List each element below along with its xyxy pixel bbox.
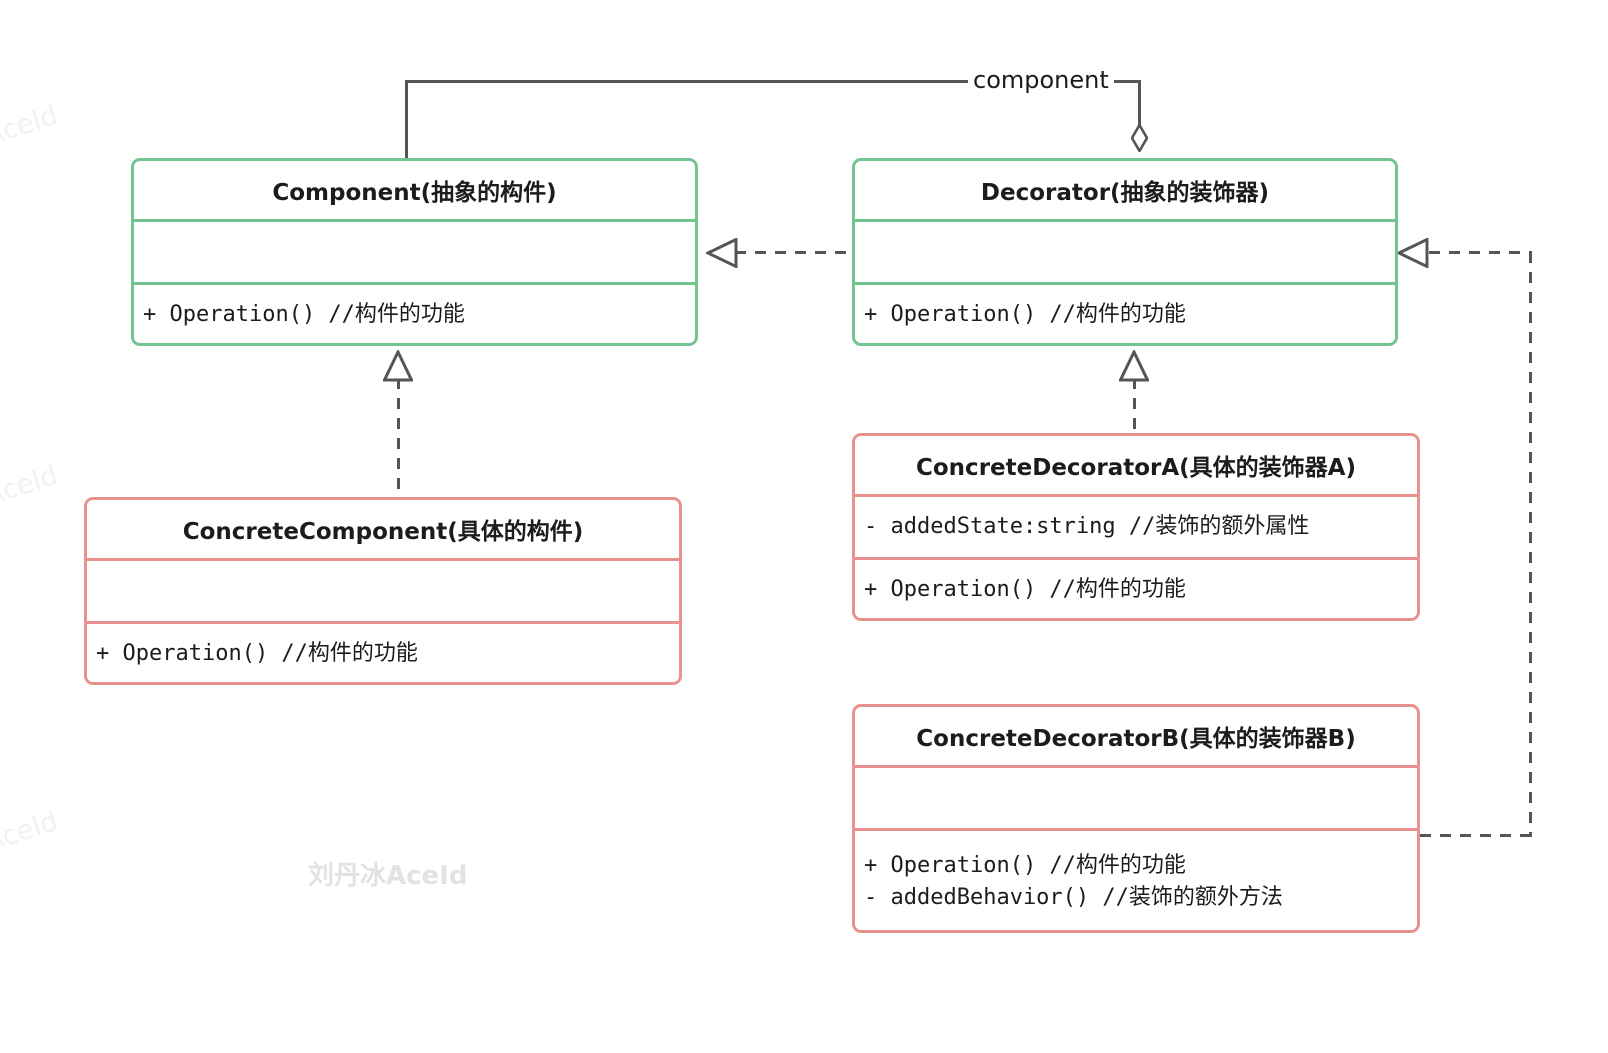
class-method-row: + Operation() //构件的功能: [864, 302, 1186, 328]
class-title-concrete-decorator-a: ConcreteDecoratorA(具体的装饰器A): [916, 455, 1356, 481]
watermark-edge-bottom: AceId: [0, 805, 62, 859]
class-attributes-component: [134, 222, 695, 282]
class-attribute-row: - addedState:string //装饰的额外属性: [864, 514, 1310, 540]
class-methods-concrete-component: + Operation() //构件的功能: [87, 624, 679, 682]
realization-concretedecoratorb-segment-top: [1429, 251, 1532, 254]
class-title-concrete-decorator-b: ConcreteDecoratorB(具体的装饰器B): [916, 726, 1356, 752]
class-separator: [134, 282, 695, 285]
class-methods-concrete-decorator-b: + Operation() //构件的功能 - addedBehavior() …: [855, 831, 1417, 930]
aggregation-role-label: component: [968, 66, 1114, 94]
class-separator: [855, 828, 1417, 831]
realization-arrowhead-decorator-from-b-icon: [1397, 238, 1429, 268]
class-method-row: + Operation() //构件的功能: [864, 577, 1186, 603]
class-methods-concrete-decorator-a: + Operation() //构件的功能: [855, 560, 1417, 618]
class-separator: [87, 621, 679, 624]
class-method-row: - addedBehavior() //装饰的额外方法: [864, 884, 1283, 910]
realization-concretecomponent-to-component-line: [397, 378, 400, 500]
class-method-row: + Operation() //构件的功能: [143, 302, 465, 328]
class-methods-decorator: + Operation() //构件的功能: [855, 285, 1395, 343]
realization-arrowhead-component-from-concrete-icon: [383, 350, 413, 382]
class-methods-component: + Operation() //构件的功能: [134, 285, 695, 343]
realization-arrowhead-decorator-from-a-icon: [1119, 350, 1149, 382]
aggregation-diamond-icon: [1131, 124, 1148, 152]
class-method-row: + Operation() //构件的功能: [864, 853, 1186, 879]
realization-decorator-to-component-line: [735, 251, 853, 254]
class-attributes-concrete-decorator-b: [855, 768, 1417, 828]
aggregation-segment-vertical-left: [405, 80, 408, 162]
realization-concretedecoratorb-segment-right: [1529, 252, 1532, 837]
aggregation-segment-vertical-right: [1138, 80, 1141, 126]
class-title-concrete-component: ConcreteComponent(具体的构件): [182, 519, 584, 545]
class-separator: [855, 219, 1395, 222]
class-attributes-decorator: [855, 222, 1395, 282]
class-method-row: + Operation() //构件的功能: [96, 641, 418, 667]
class-separator: [87, 558, 679, 561]
class-separator: [855, 765, 1417, 768]
class-attributes-concrete-component: [87, 561, 679, 621]
class-separator: [855, 557, 1417, 560]
class-box-component[interactable]: Component(抽象的构件) + Operation() //构件的功能: [131, 158, 698, 346]
class-title-component: Component(抽象的构件): [272, 180, 557, 206]
realization-arrowhead-component-icon: [706, 238, 738, 268]
class-box-concrete-decorator-a[interactable]: ConcreteDecoratorA(具体的装饰器A) - addedState…: [852, 433, 1420, 621]
class-box-concrete-component[interactable]: ConcreteComponent(具体的构件) + Operation() /…: [84, 497, 682, 685]
aggregation-segment-horizontal: [405, 80, 1141, 83]
class-title-decorator: Decorator(抽象的装饰器): [980, 180, 1270, 206]
watermark-center: 刘丹冰AceId: [308, 861, 468, 891]
realization-concretedecoratora-to-decorator-line: [1133, 378, 1136, 436]
watermark-edge-middle: AceId: [0, 459, 62, 513]
class-box-decorator[interactable]: Decorator(抽象的装饰器) + Operation() //构件的功能: [852, 158, 1398, 346]
watermark-edge-top: AceId: [0, 99, 62, 153]
class-separator: [134, 219, 695, 222]
class-box-concrete-decorator-b[interactable]: ConcreteDecoratorB(具体的装饰器B) + Operation(…: [852, 704, 1420, 933]
class-separator: [855, 494, 1417, 497]
class-separator: [855, 282, 1395, 285]
realization-concretedecoratorb-segment-bottom: [1420, 834, 1532, 837]
class-attributes-concrete-decorator-a: - addedState:string //装饰的额外属性: [855, 497, 1417, 557]
